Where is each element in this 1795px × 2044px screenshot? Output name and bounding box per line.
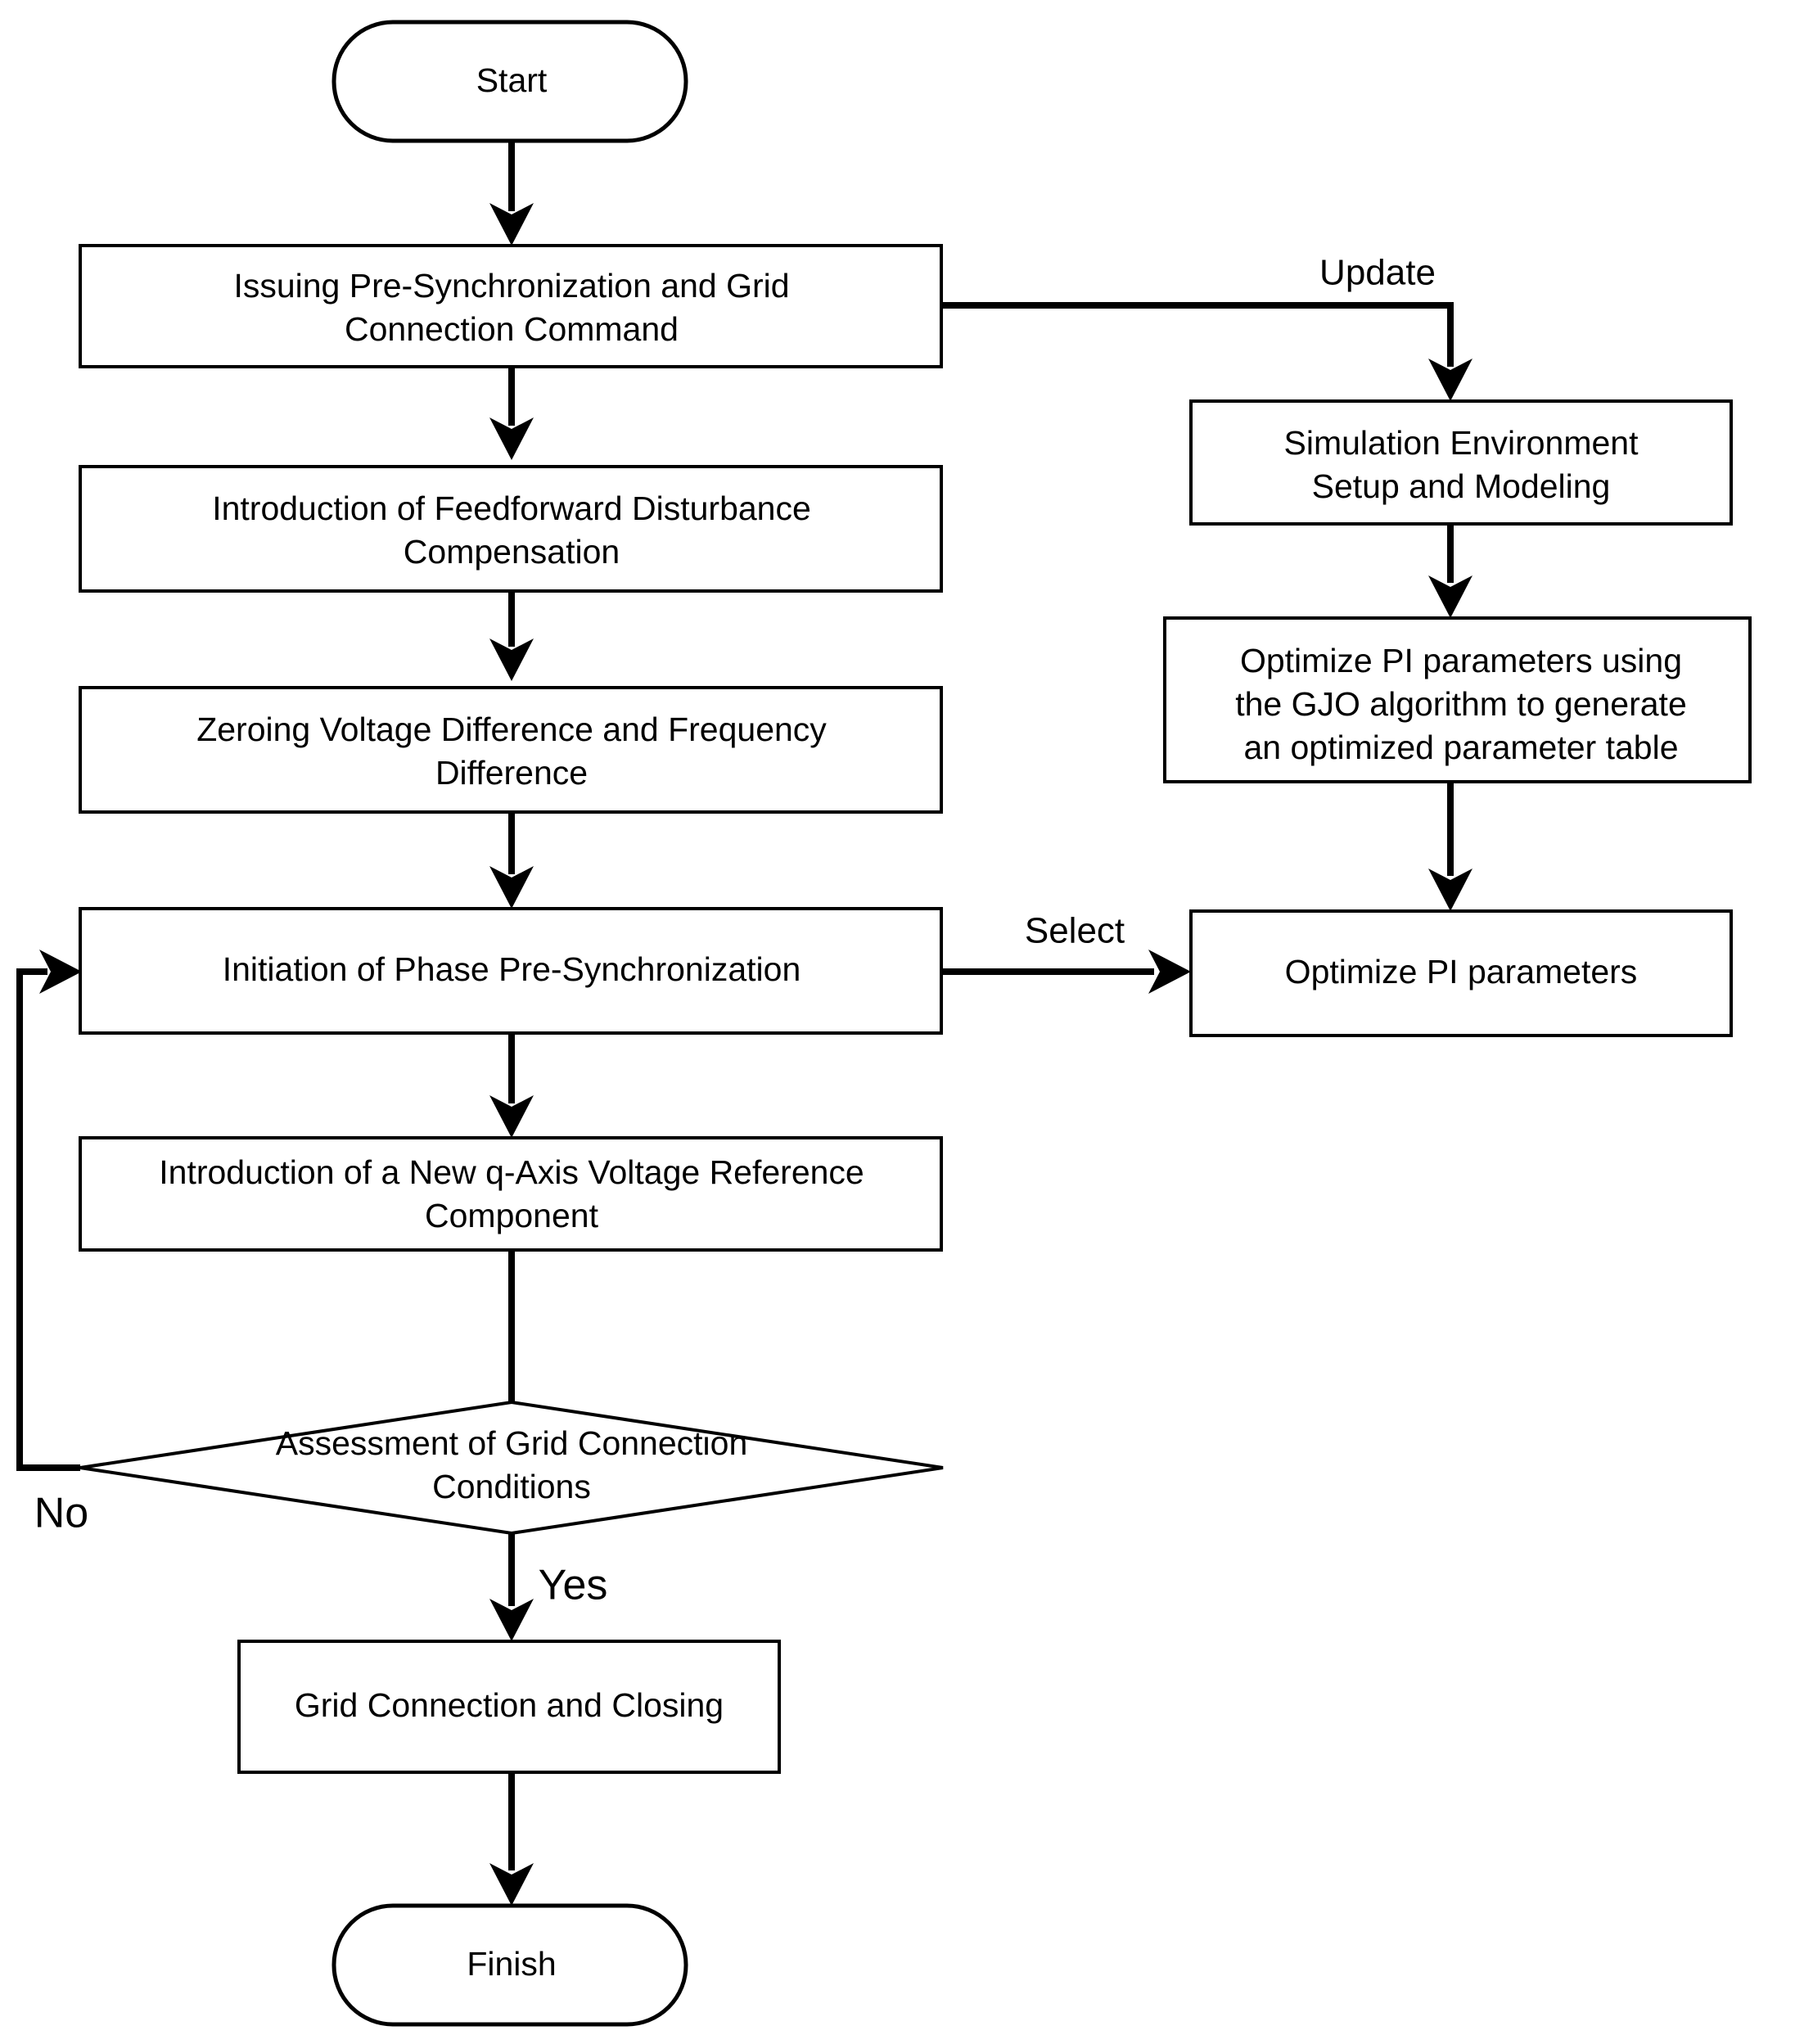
node-assessment-line2: Conditions	[432, 1468, 591, 1505]
node-phase-presynchronization[interactable]: Initiation of Phase Pre-Synchronization	[79, 907, 943, 1035]
node-assessment-line1: Assessment of Grid Connection	[276, 1424, 748, 1462]
edge-label-no: No	[34, 1490, 88, 1537]
node-issuing-command-line2: Connection Command	[345, 310, 679, 348]
edge-assessment-no-feedback	[16, 950, 82, 1471]
node-zeroing-line1: Zeroing Voltage Difference and Frequency	[196, 711, 827, 748]
node-optimize-pi-label: Optimize PI parameters	[1285, 953, 1638, 990]
node-gjo-line1: Optimize PI parameters using	[1240, 642, 1682, 679]
node-gjo-optimization[interactable]: Optimize PI parameters using the GJO alg…	[1163, 616, 1752, 783]
edge-label-update: Update	[1319, 253, 1436, 293]
node-presync-line1: Initiation of Phase Pre-Synchronization	[223, 950, 801, 988]
edge-issue-to-sim-setup-update	[941, 302, 1473, 401]
edge-assessment-yes-to-grid-closing	[489, 1533, 534, 1641]
node-simulation-setup[interactable]: Simulation Environment Setup and Modelin…	[1189, 399, 1733, 526]
node-gjo-line3: an optimized parameter table	[1243, 729, 1678, 766]
edge-label-select: Select	[1025, 911, 1125, 951]
node-grid-connection-closing[interactable]: Grid Connection and Closing	[237, 1640, 781, 1774]
edge-start-to-issue	[489, 141, 534, 246]
node-qaxis-line2: Component	[425, 1197, 599, 1234]
edge-sim-setup-to-gjo	[1428, 524, 1473, 618]
edge-grid-closing-to-finish	[489, 1772, 534, 1906]
node-grid-closing-label: Grid Connection and Closing	[295, 1686, 724, 1724]
node-start[interactable]: Start	[331, 20, 688, 143]
node-finish-label: Finish	[467, 1945, 556, 1983]
edge-label-yes: Yes	[539, 1562, 608, 1609]
edge-zeroing-to-presync	[489, 812, 534, 909]
node-optimize-pi-parameters[interactable]: Optimize PI parameters	[1189, 909, 1733, 1037]
node-sim-setup-line1: Simulation Environment	[1284, 424, 1639, 462]
node-q-axis-voltage-reference[interactable]: Introduction of a New q-Axis Voltage Ref…	[79, 1136, 943, 1252]
edge-gjo-to-optimize-pi	[1428, 782, 1473, 911]
node-gjo-line2: the GJO algorithm to generate	[1235, 685, 1687, 723]
node-assessment-decision[interactable]: Assessment of Grid Connection Conditions	[79, 1400, 944, 1536]
node-qaxis-line1: Introduction of a New q-Axis Voltage Ref…	[159, 1153, 864, 1191]
edge-issue-to-feedforward	[489, 367, 534, 460]
node-feedforward-line2: Compensation	[404, 533, 620, 571]
node-feedforward-line1: Introduction of Feedforward Disturbance	[212, 490, 811, 527]
node-start-label: Start	[476, 61, 548, 99]
node-feedforward-compensation[interactable]: Introduction of Feedforward Disturbance …	[79, 465, 943, 593]
node-zeroing-line2: Difference	[435, 754, 588, 792]
node-finish[interactable]: Finish	[331, 1903, 688, 2027]
edge-presync-to-qaxis	[489, 1033, 534, 1138]
node-issuing-command[interactable]: Issuing Pre-Synchronization and Grid Con…	[79, 244, 943, 368]
node-issuing-command-line1: Issuing Pre-Synchronization and Grid	[233, 267, 789, 305]
node-zeroing-voltage-frequency[interactable]: Zeroing Voltage Difference and Frequency…	[79, 686, 943, 814]
node-sim-setup-line2: Setup and Modeling	[1312, 467, 1611, 505]
edge-feedforward-to-zeroing	[489, 591, 534, 681]
edge-presync-to-optimize-pi-select	[943, 950, 1191, 994]
